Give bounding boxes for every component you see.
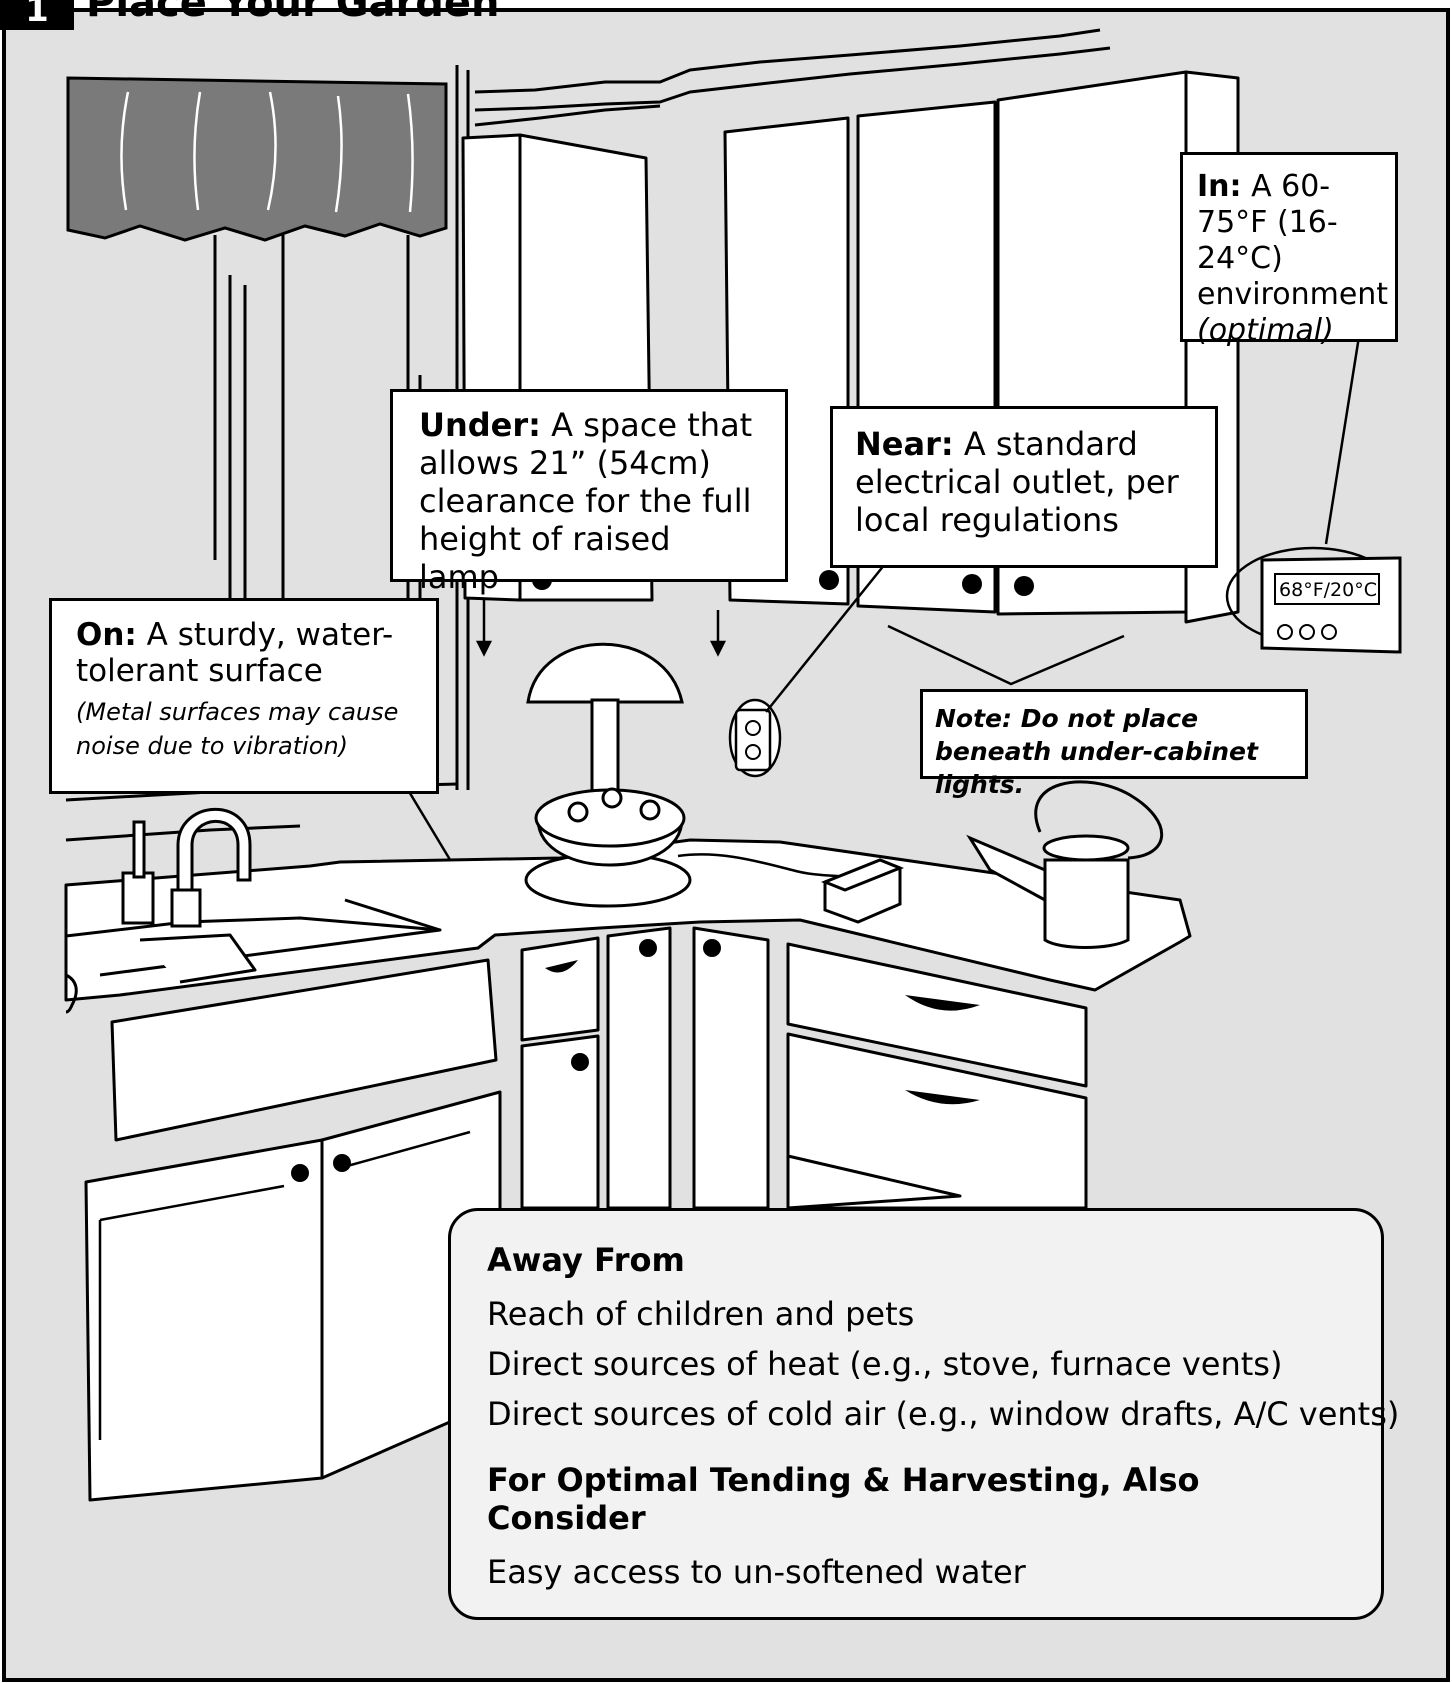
lower-cabinets-left [86,960,500,1500]
step-number: 1 [0,0,74,30]
away-item: Direct sources of heat (e.g., stove, fur… [487,1339,1345,1389]
away-from-box: Away From Reach of children and pets Dir… [448,1208,1384,1620]
thermostat-display: 68°F/20°C [1278,577,1378,603]
page-title: Place Your Garden [86,0,499,28]
callout-under: Under: A space that allows 21” (54cm) cl… [390,389,788,582]
consider-heading: For Optimal Tending & Harvesting, Also C… [487,1461,1345,1537]
callout-on-note: (Metal surfaces may cause noise due to v… [76,695,412,763]
callout-in: In: A 60-75°F (16-24°C) environment (opt… [1180,152,1398,342]
away-item: Direct sources of cold air (e.g., window… [487,1389,1345,1439]
consider-item: Easy access to un-softened water [487,1547,1345,1597]
callout-in-label: In: [1197,169,1242,204]
electrical-outlet [730,700,780,776]
note-box: Note: Do not place beneath under-cabinet… [920,689,1308,779]
callout-on: On: A sturdy, water-tolerant surface (Me… [49,598,439,794]
curtain-valance [68,78,446,240]
callout-in-optimal: (optimal) [1197,313,1381,349]
callout-near-label: Near: [855,425,954,463]
away-from-heading: Away From [487,1241,1345,1279]
callout-near: Near: A standard electrical outlet, per … [830,406,1218,568]
callout-on-label: On: [76,617,137,653]
callout-under-label: Under: [419,406,541,444]
away-item: Reach of children and pets [487,1289,1345,1339]
